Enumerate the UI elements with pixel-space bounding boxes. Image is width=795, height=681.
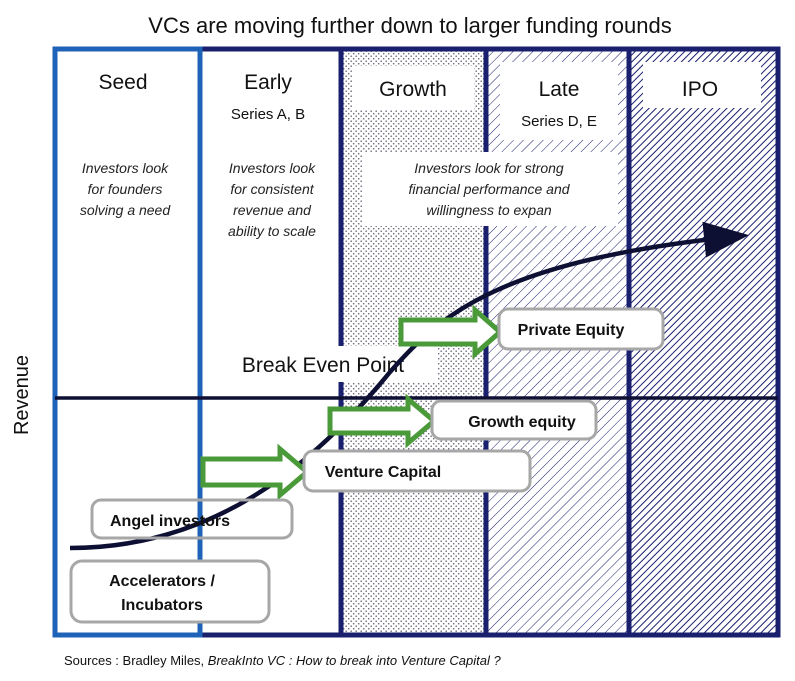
stage-late-subtitle: Series D, E xyxy=(521,113,597,130)
early-description-line: ability to scale xyxy=(228,223,316,239)
growth-description-bg xyxy=(362,152,618,226)
stage-early-name: Early xyxy=(244,71,292,94)
sources-footer: Sources : Bradley Miles, BreakInto VC : … xyxy=(64,653,501,668)
growth-description-line: willingness to expan xyxy=(426,202,552,218)
seed-border xyxy=(52,46,203,638)
stage-early-subtitle: Series A, B xyxy=(231,106,305,123)
seed-description-line: for founders xyxy=(88,181,163,197)
early-description-line: for consistent xyxy=(230,181,314,197)
venture-capital-box xyxy=(302,449,532,493)
arrow-to-growth-equity xyxy=(327,393,438,449)
growth-description-line: Investors look for strong xyxy=(414,160,564,176)
accelerators-box xyxy=(69,559,271,624)
early-column xyxy=(200,49,341,635)
growth-description-line: financial performance and xyxy=(408,181,570,197)
stage-late-name: Late xyxy=(539,78,580,101)
private-equity-box xyxy=(497,307,665,351)
footer-book-title: BreakInto VC xyxy=(207,653,286,668)
seed-description-line: solving a need xyxy=(80,202,172,218)
private-equity-label: Private Equity xyxy=(518,322,625,339)
angel-investors-label: Angel investors xyxy=(110,513,230,530)
growth-header-bg xyxy=(352,66,474,110)
stage-seed-name: Seed xyxy=(98,71,147,94)
early-description-line: revenue and xyxy=(233,202,312,218)
break-even-label-bg xyxy=(222,346,438,382)
growth-equity-label: Growth equity xyxy=(468,414,576,431)
accelerators-label-line: Incubators xyxy=(121,597,203,614)
late-header-bg xyxy=(500,62,618,140)
stage-ipo-name: IPO xyxy=(682,78,718,101)
accelerators-label-line: Accelerators / xyxy=(109,573,215,590)
break-even-label: Break Even Point xyxy=(242,354,404,377)
y-axis-label: Revenue xyxy=(11,355,33,435)
diagram-title: VCs are moving further down to larger fu… xyxy=(148,13,671,38)
arrow-to-venture-capital xyxy=(200,443,311,501)
stage-growth-name: Growth xyxy=(379,78,447,101)
footer-prefix: Sources : Bradley Miles, xyxy=(64,653,208,668)
angel-investors-box xyxy=(90,498,294,540)
seed-description-line: Investors look xyxy=(82,160,169,176)
footer-suffix: : How to break into Venture Capital ? xyxy=(285,653,501,668)
arrow-to-private-equity xyxy=(398,304,504,360)
early-description-line: Investors look xyxy=(229,160,316,176)
revenue-curve xyxy=(69,221,749,551)
ipo-header-bg xyxy=(643,62,761,108)
venture-capital-label: Venture Capital xyxy=(325,464,441,481)
growth-equity-box xyxy=(430,399,598,441)
